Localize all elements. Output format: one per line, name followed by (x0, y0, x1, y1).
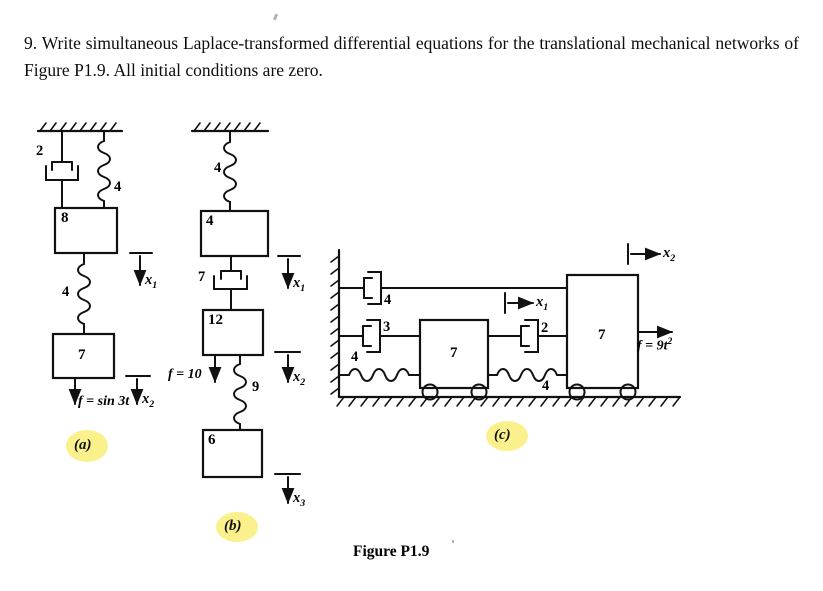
x-symbol: x (293, 275, 301, 291)
panel-label-b: (b) (224, 518, 242, 534)
x-symbol: x (293, 369, 301, 385)
damper-a-2 (45, 130, 79, 209)
label-force-c: f = 9t2 (637, 337, 672, 355)
displacement-a-x1 (129, 252, 153, 286)
x-subscript: 1 (300, 282, 306, 294)
label-force-b: f = 10 (168, 367, 202, 382)
x-symbol: x (145, 272, 153, 288)
panel-label-c: (c) (494, 427, 511, 443)
x-subscript: 1 (152, 279, 158, 291)
label-displacement-c-x1: x1 (536, 294, 548, 313)
label-mass-b-6: 6 (208, 432, 216, 448)
spring-b-9 (233, 354, 247, 431)
label-spring-c-4-left: 4 (351, 349, 359, 365)
label-spring-c-4-mid: 4 (542, 378, 550, 394)
mass-a-7 (51, 332, 116, 380)
label-damper-c-3: 3 (383, 319, 391, 335)
wheel (470, 383, 488, 401)
damper-b-7 (213, 255, 248, 311)
figure-caption: Figure P1.9 (353, 543, 430, 560)
spring-c-4-mid (487, 368, 568, 382)
x-subscript: 2 (300, 376, 306, 388)
displacement-c-x1 (504, 292, 534, 314)
x-symbol: x (293, 490, 301, 506)
problem-statement: 9. Write simultaneous Laplace-transforme… (24, 30, 799, 84)
wall-c (330, 248, 341, 399)
label-spring-b-9: 9 (252, 379, 260, 395)
label-damper-c-4-top: 4 (384, 292, 392, 308)
label-spring-b-4-top: 4 (214, 160, 222, 176)
mass-a-8 (53, 206, 119, 255)
panel-a-highlight (66, 430, 108, 462)
mass-b-4 (199, 209, 270, 258)
label-force-a: f = sin 3t (78, 394, 129, 410)
damper-c-4-top (338, 271, 568, 305)
mass-c-7-left (418, 318, 490, 390)
problem-number: 9. (24, 33, 38, 53)
x-symbol: x (142, 391, 150, 407)
spring-b-4-top (223, 130, 237, 212)
wheel (619, 383, 637, 401)
wheel (568, 383, 586, 401)
label-spring-a-4-top: 4 (114, 179, 122, 195)
force-c-text: f = 9 (637, 338, 664, 354)
x-subscript: 2 (149, 398, 155, 410)
label-mass-a-7: 7 (78, 347, 86, 363)
problem-body: Write simultaneous Laplace-transformed d… (24, 33, 799, 81)
label-mass-c-7-left: 7 (450, 345, 458, 361)
x-subscript: 2 (670, 252, 676, 264)
spring-a-4-mid (77, 252, 91, 335)
panel-label-a: (a) (74, 437, 92, 453)
label-displacement-a-x2: x2 (142, 391, 154, 410)
wheel (421, 383, 439, 401)
force-a-text: f = sin 3t (78, 394, 130, 409)
label-displacement-b-x3: x3 (293, 490, 305, 509)
x-subscript: 1 (543, 301, 549, 313)
label-mass-c-7-right: 7 (598, 327, 606, 343)
x-subscript: 3 (300, 497, 306, 509)
ceiling-b (190, 122, 270, 133)
label-damper-a-2: 2 (36, 143, 44, 159)
label-damper-c-2: 2 (541, 320, 549, 336)
label-mass-a-8: 8 (61, 210, 69, 226)
displacement-b-x2 (274, 351, 301, 383)
label-displacement-a-x1: x1 (145, 272, 157, 291)
label-mass-b-12: 12 (208, 312, 223, 328)
damper-c-2 (487, 319, 568, 353)
x-symbol: x (663, 245, 671, 261)
force-c-variable: t (663, 338, 668, 354)
displacement-b-x3 (274, 473, 301, 504)
x-symbol: x (536, 294, 544, 310)
displacement-a-x2 (125, 375, 151, 405)
spring-c-4-left (338, 368, 421, 382)
panel-b-highlight (216, 512, 258, 542)
displacement-b-x1 (277, 255, 301, 289)
label-displacement-b-x1: x1 (293, 275, 305, 294)
panel-c-highlight (486, 421, 528, 451)
ground-c (336, 395, 682, 407)
label-spring-a-4-mid: 4 (62, 284, 70, 300)
displacement-c-x2 (627, 243, 661, 265)
force-c-exponent: 2 (667, 337, 673, 347)
mass-b-12 (201, 308, 265, 357)
damper-c-3 (338, 319, 421, 353)
label-displacement-c-x2: x2 (663, 245, 675, 264)
label-displacement-b-x2: x2 (293, 369, 305, 388)
label-mass-b-4: 4 (206, 213, 214, 229)
label-damper-b-7: 7 (198, 269, 206, 285)
scan-speck (452, 540, 454, 543)
mass-b-6 (201, 428, 264, 479)
spring-a-4-top (97, 130, 111, 209)
ceiling-a (36, 122, 124, 133)
